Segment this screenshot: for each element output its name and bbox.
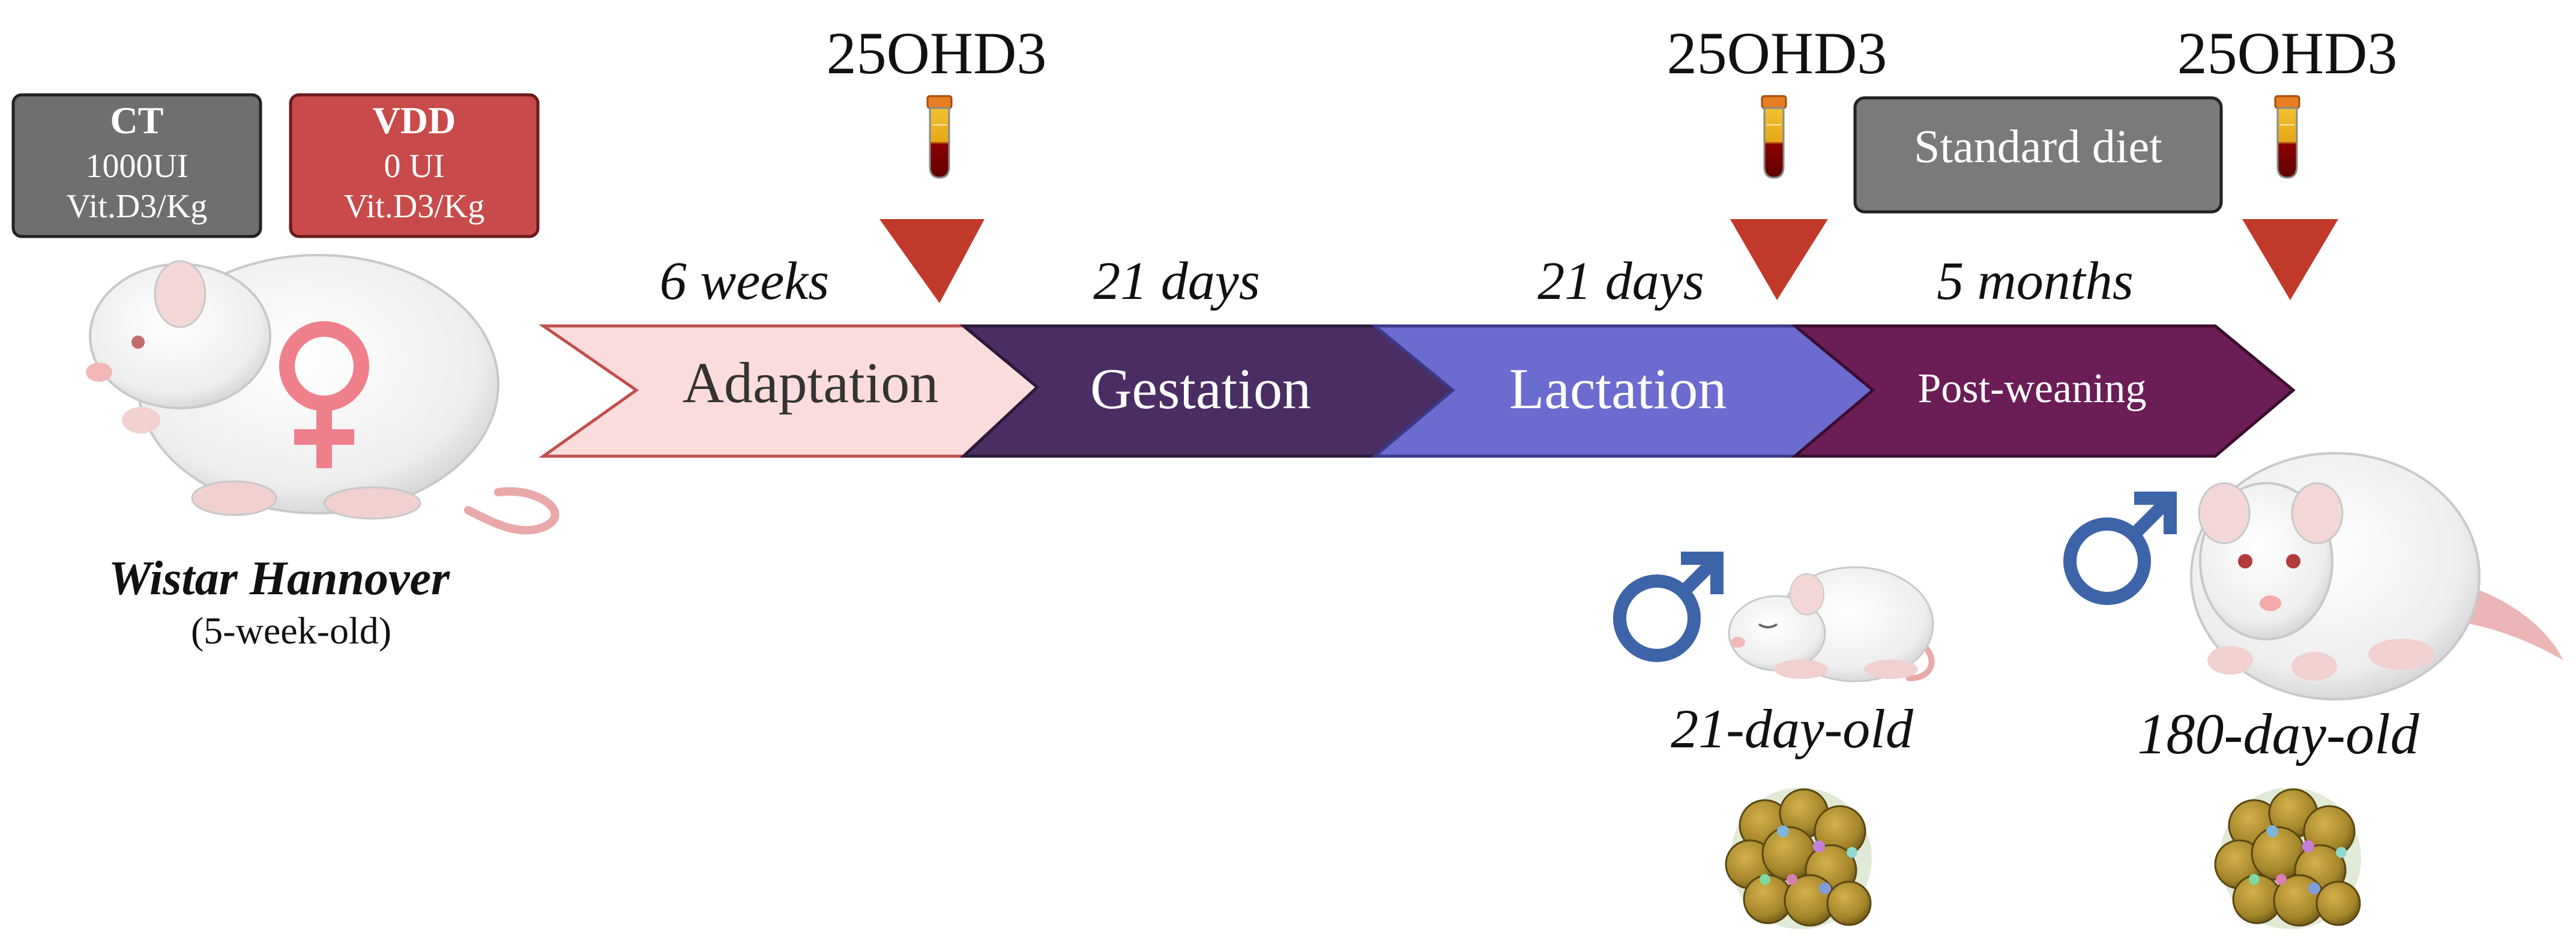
sampling-point-1: 25OHD3 [827, 20, 1047, 303]
standard-diet-box: Standard diet [1853, 96, 2223, 214]
phase-label-lactation: Lactation [1509, 357, 1727, 421]
phase-chevrons [538, 324, 2296, 458]
duration-gestation: 21 days [1093, 252, 1259, 311]
duration-lactation: 21 days [1537, 252, 1704, 311]
ct-dose: 1000UI [85, 148, 188, 185]
female-symbol-icon [279, 321, 369, 468]
vdd-dose: 0 UI [384, 148, 444, 185]
sampling-label: 25OHD3 [827, 20, 1047, 86]
pup-rat-illustration [1728, 566, 1935, 682]
blood-tube-icon [2274, 95, 2300, 179]
vdd-unit: Vit.D3/Kg [344, 188, 485, 225]
sampling-label: 25OHD3 [1667, 20, 1887, 86]
pancreatic-islet-icon [1725, 786, 1873, 930]
phase-label-gestation: Gestation [1090, 357, 1311, 421]
male-symbol-icon [2063, 492, 2177, 605]
female-rat-illustration [86, 254, 560, 535]
dam-strain-label: Wistar Hannover [109, 552, 450, 605]
dam-age-label: (5-week-old) [191, 609, 391, 652]
pancreatic-islet-icon [2214, 786, 2362, 930]
sampling-marker-triangle [2242, 219, 2338, 300]
phase-label-adaptation: Adaptation [683, 351, 939, 415]
blood-tube-icon [926, 95, 953, 179]
ct-title: CT [110, 99, 164, 142]
duration-adaptation: 6 weeks [660, 252, 829, 311]
vdd-title: VDD [373, 99, 456, 142]
blood-tube-icon [1761, 95, 1787, 179]
ct-group-box: CT 1000UI Vit.D3/Kg [11, 93, 262, 238]
duration-post-weaning: 5 months [1937, 252, 2134, 311]
pup-age-label: 21-day-old [1671, 698, 1914, 759]
sampling-marker-triangle [1730, 219, 1828, 300]
phase-label-post-weaning: Post-weaning [1917, 366, 2146, 412]
ct-unit: Vit.D3/Kg [67, 188, 208, 225]
vdd-group-box: VDD 0 UI Vit.D3/Kg [289, 93, 540, 238]
sampling-marker-triangle [879, 219, 985, 303]
sampling-point-2: 25OHD3 [1667, 20, 1887, 300]
adult-age-label: 180-day-old [2137, 702, 2419, 766]
standard-diet-label: Standard diet [1914, 120, 2162, 172]
adult-rat-illustration [2190, 452, 2563, 700]
male-symbol-icon [1613, 552, 1724, 662]
sampling-point-3: 25OHD3 [2177, 20, 2398, 300]
sampling-label: 25OHD3 [2177, 20, 2398, 86]
